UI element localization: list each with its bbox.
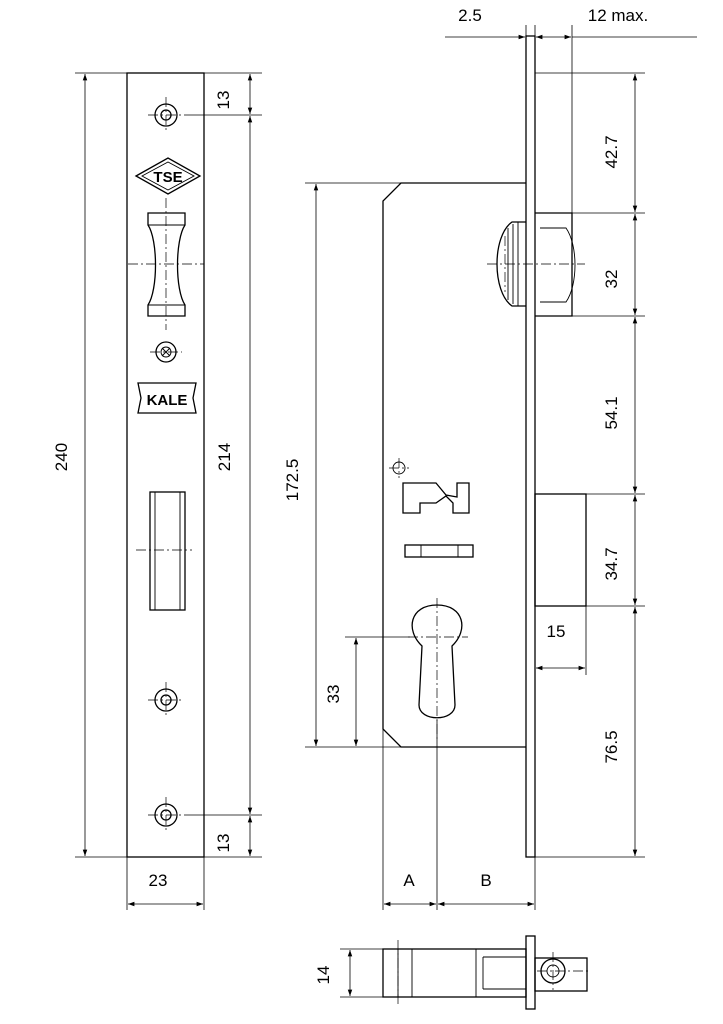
tse-logo: TSE <box>134 157 202 195</box>
faceplate-front-view: TSE KALE <box>52 72 262 910</box>
dim-segment-5: 76.5 <box>602 730 621 763</box>
dim-segment-4: 34.7 <box>602 547 621 580</box>
dim-segment-3: 54.1 <box>602 396 621 429</box>
dim-cylinder-height: 33 <box>324 685 343 704</box>
cylinder-cutout <box>408 598 468 740</box>
bottom-screw-hole <box>148 797 184 833</box>
dim-distance-b: B <box>480 871 491 890</box>
dim-latch-projection: 12 max. <box>588 6 648 25</box>
dim-segment-1: 42.7 <box>602 135 621 168</box>
dim-segment-2: 32 <box>602 270 621 289</box>
dim-thickness: 14 <box>314 966 333 985</box>
faceplate-outline <box>126 72 205 858</box>
side-faceplate <box>525 35 536 858</box>
latch-bolt-window <box>128 198 204 330</box>
dim-top-offset: 13 <box>214 91 233 110</box>
dim-backset-a: A <box>403 871 415 890</box>
dim-case-height: 172.5 <box>283 459 302 502</box>
tse-logo-text: TSE <box>153 169 182 186</box>
kale-logo: KALE <box>137 382 197 414</box>
dim-bottom-offset: 13 <box>214 834 233 853</box>
dim-total-height: 240 <box>52 443 71 471</box>
deadbolt-window <box>136 491 192 611</box>
middle-screw-hole <box>148 682 184 718</box>
handle-follower <box>389 458 470 514</box>
guide-slot <box>404 544 474 558</box>
kale-logo-text: KALE <box>147 392 188 409</box>
dim-screw-span: 214 <box>215 443 234 471</box>
lock-body-side-view: 2.5 12 max. 42.7 32 54.1 34.7 76.5 15 17… <box>283 6 697 910</box>
latch-bolt-side <box>487 212 585 317</box>
top-screw-hole <box>148 97 184 133</box>
dim-bolt-depth: 15 <box>547 622 566 641</box>
dim-faceplate-width: 23 <box>149 871 168 890</box>
center-screw <box>150 341 182 363</box>
lock-case-outline <box>382 182 526 748</box>
deadbolt-side <box>534 493 587 607</box>
dim-faceplate-thickness: 2.5 <box>458 6 482 25</box>
lock-bottom-view: 14 <box>314 935 590 1010</box>
